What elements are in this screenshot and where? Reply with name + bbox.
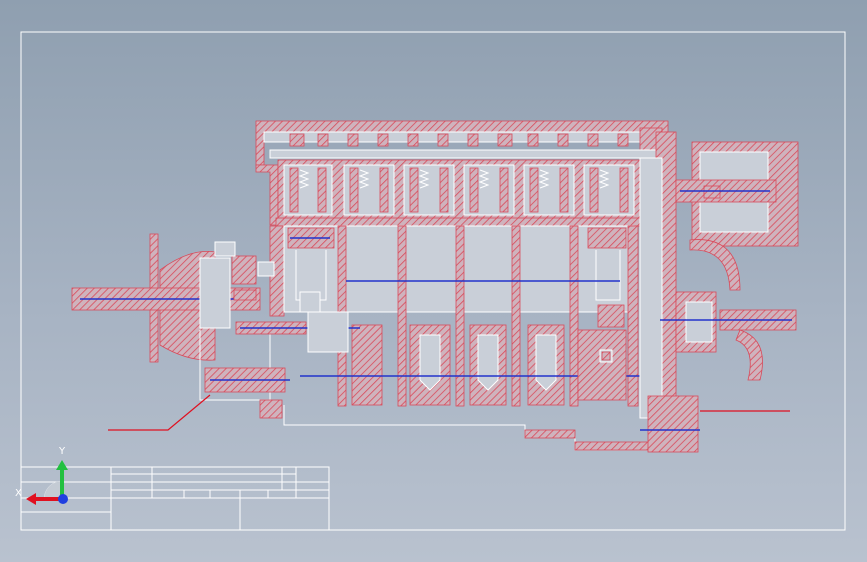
oil-pan (283, 405, 673, 451)
rear-housing (599, 131, 799, 453)
crankshaft (300, 324, 640, 406)
drawing-border (20, 31, 846, 531)
title-block (20, 466, 330, 531)
cylinder-head (275, 159, 665, 227)
cylinder-block (269, 225, 639, 407)
x-axis-label: X (15, 488, 22, 499)
axis-triad: Y X (15, 446, 68, 505)
leader-line-left (108, 394, 211, 431)
z-axis-dot (58, 494, 68, 504)
y-axis-label: Y (58, 446, 66, 457)
engine-section (71, 120, 799, 453)
front-housing (71, 233, 360, 419)
